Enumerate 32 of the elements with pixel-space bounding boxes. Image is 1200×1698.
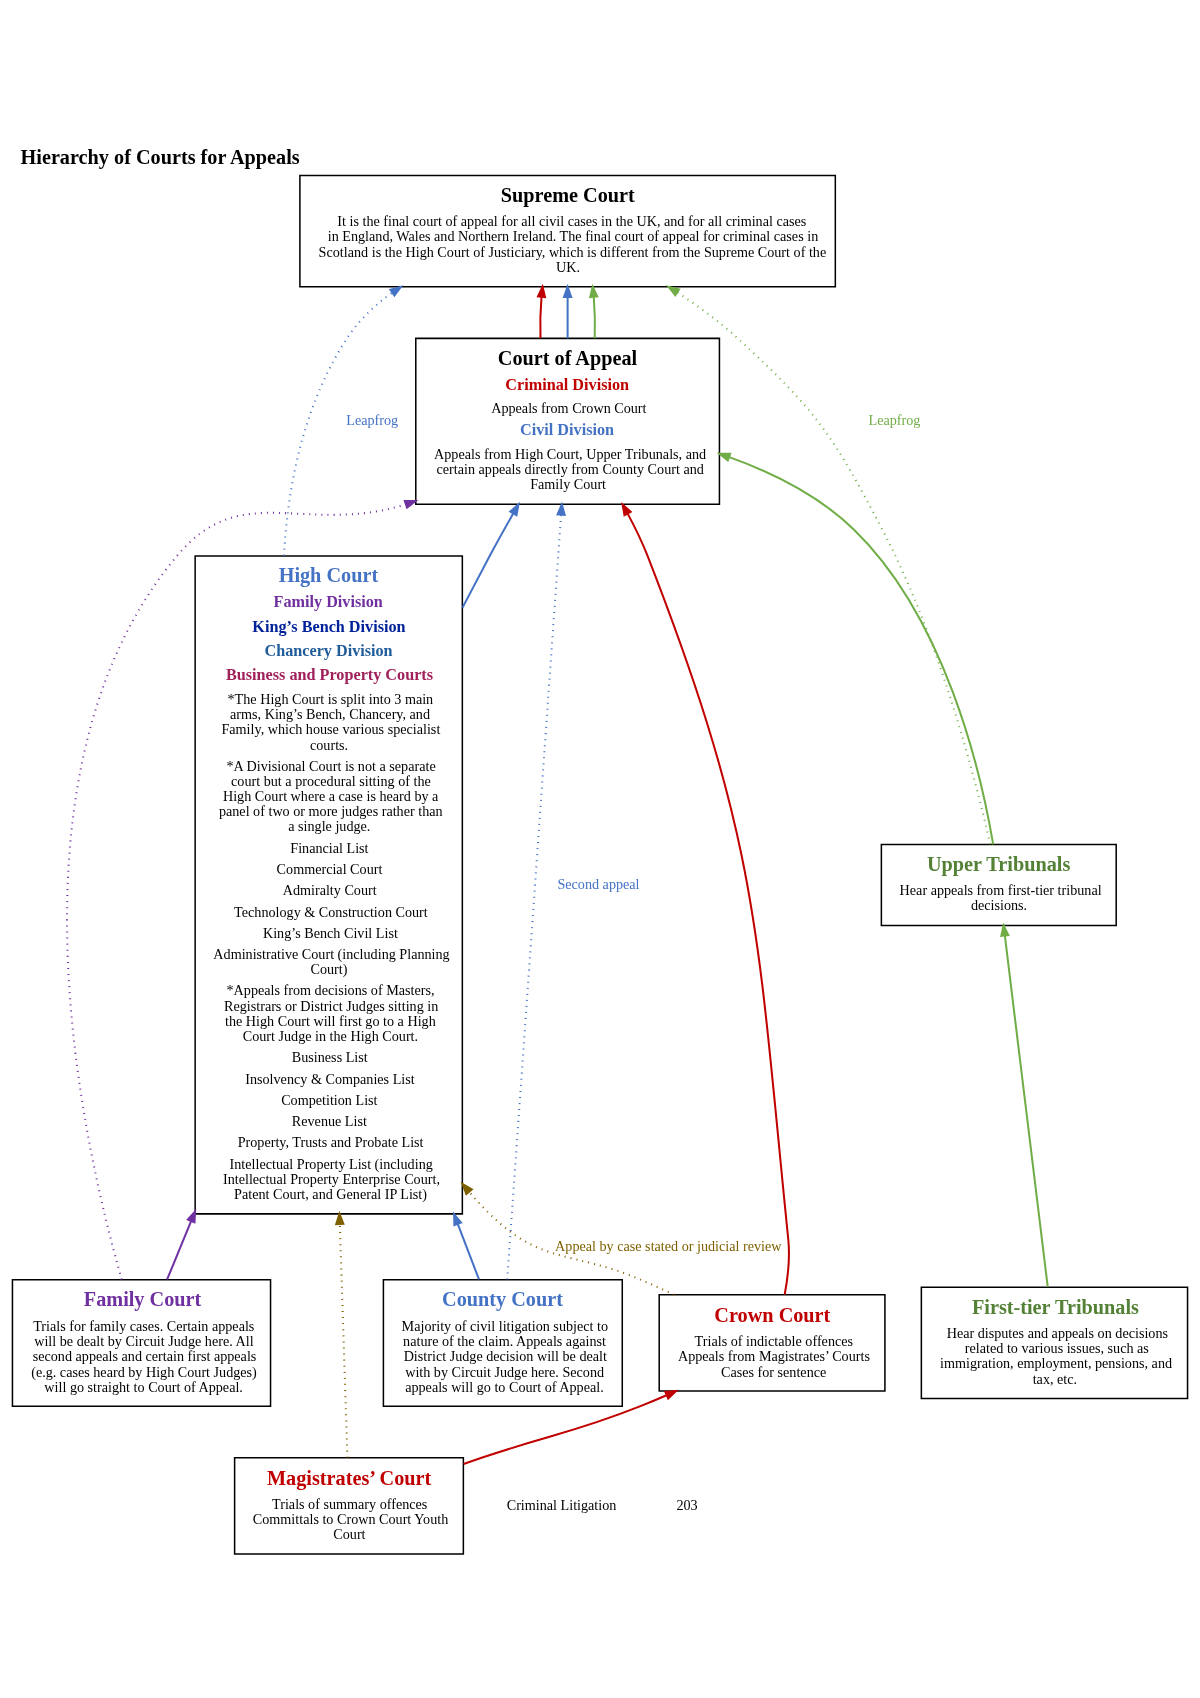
arrow	[536, 283, 547, 338]
arrow	[283, 284, 404, 556]
arrow	[588, 283, 599, 338]
diagram-title: Hierarchy of Courts for Appeals	[20, 145, 300, 168]
node-box: Court of Appeal Criminal Division Appeals from Crown Court Civil Division Appeals from High Court, Upper Tribunals, and certain appeals directly from County Court and Family Court	[415, 337, 721, 505]
arrow	[66, 499, 419, 1280]
label: 203	[676, 1496, 698, 1513]
node-box: First-tier Tribunals Hear disputes and appeals on decisions related to various issues, such as immigration, employment, pensions, and tax, etc.	[920, 1286, 1189, 1399]
node-box: County Court Majority of civil litigation subject to nature of the claim. Appeals against District Judge decision will be dealt with by Circuit Judge here. Second appeals will go to Court of Appeal.	[382, 1278, 624, 1407]
arrow	[716, 452, 995, 845]
node-box: Magistrates’ Court Trials of summary offences Committals to Crown Court Youth Court	[233, 1456, 465, 1555]
node-box: Crown Court Trials of indictable offences Appeals from Magistrates’ Courts Cases for sentence	[658, 1293, 886, 1392]
edge-label: Second appeal	[557, 875, 640, 892]
arrow	[562, 283, 573, 338]
arrow	[461, 501, 520, 608]
arrow	[621, 501, 790, 1295]
node-box: Family Court Trials for family cases. Certain appeals will be dealt by Circuit Judge here. All second appeals and certain first appeals (e.g. cases heard by High Court Judges) will go straight to Court of Appeal.	[11, 1278, 272, 1407]
arrow	[334, 1210, 349, 1458]
arrow	[506, 501, 566, 1279]
node-box: High Court Family Division King’s Bench Division Chancery Division Business and Property Courts *The High Court is split into 3 main arms, King’s Bench, Chancery, and Family, which house various specialist courts. *A Divisional Court is not a separate court but a procedural sitting of the High Court where a case is heard by a panel of two or more judges rather than a single judge. Financial List Commercial Court Admiralty Court Technology & Construction Court King’s Bench Civil List Administrative Court (including Planning Court) *Appeals from decisions of Masters, Registrars or District Judges sitting in the High Court will first go to a High Court Judge in the High Court. Business List Insolvency & Companies List Competition List Revenue List Property, Trusts and Probate List Intellectual Property List (including Intellectual Property Enterprise Court, Patent Court, and General IP List)	[194, 554, 464, 1215]
arrow	[453, 1210, 480, 1280]
arrow	[166, 1208, 197, 1280]
arrow	[460, 1181, 675, 1296]
arrow	[666, 284, 992, 844]
arrow	[1000, 921, 1049, 1287]
node-box: Supreme Court It is the final court of appeal for all civil cases in the UK, and for all criminal cases in England, Wales and Northern Ireland. The final court of appeal for criminal cases in Scotland is the High Court of Justiciary, which is different from the Supreme Court of the UK.	[299, 174, 837, 287]
edge-label: Leapfrog	[346, 411, 399, 428]
edge-label: Leapfrog	[868, 411, 921, 428]
edge-label: Appeal by case stated or judicial review	[555, 1237, 782, 1254]
label: Criminal Litigation	[506, 1496, 617, 1513]
arrow	[463, 1389, 679, 1465]
node-box: Upper Tribunals Hear appeals from first-tier tribunal decisions.	[880, 843, 1117, 926]
